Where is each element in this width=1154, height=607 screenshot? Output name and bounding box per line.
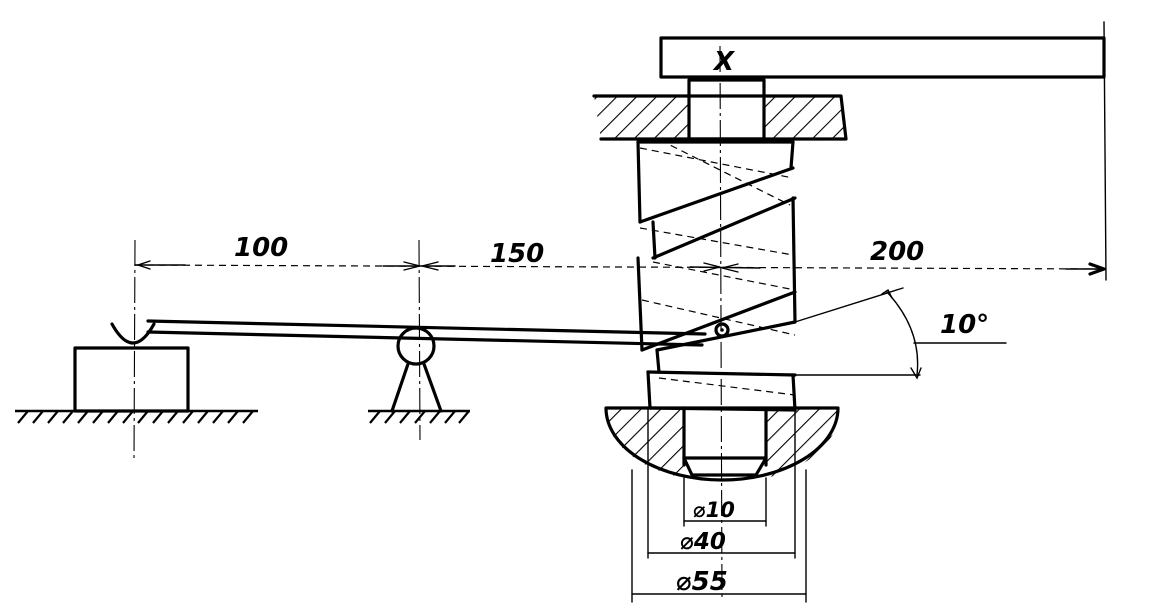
upper-nut (592, 78, 848, 141)
dim-150-label: 150 (490, 239, 544, 269)
horizontal-dimension (134, 260, 1106, 276)
load-block (73, 239, 190, 461)
dim-diameter-55: ⌀55 (676, 567, 728, 597)
fulcrum-support (390, 239, 443, 441)
diameter-dimensions (631, 409, 807, 603)
ground-left (15, 409, 258, 424)
dim-200-label: 200 (870, 237, 924, 267)
lever (146, 319, 730, 347)
dim-diameter-40: ⌀40 (680, 529, 726, 555)
dim-diameter-10: ⌀10 (693, 498, 735, 522)
handle-bar (659, 21, 1107, 281)
angle-indicator (794, 287, 1007, 380)
ground-fulcrum (368, 409, 470, 424)
lower-nut (604, 406, 840, 482)
dim-100-label: 100 (234, 233, 288, 263)
angle-label: 10° (940, 310, 989, 340)
top-mark-label: X (712, 47, 736, 77)
